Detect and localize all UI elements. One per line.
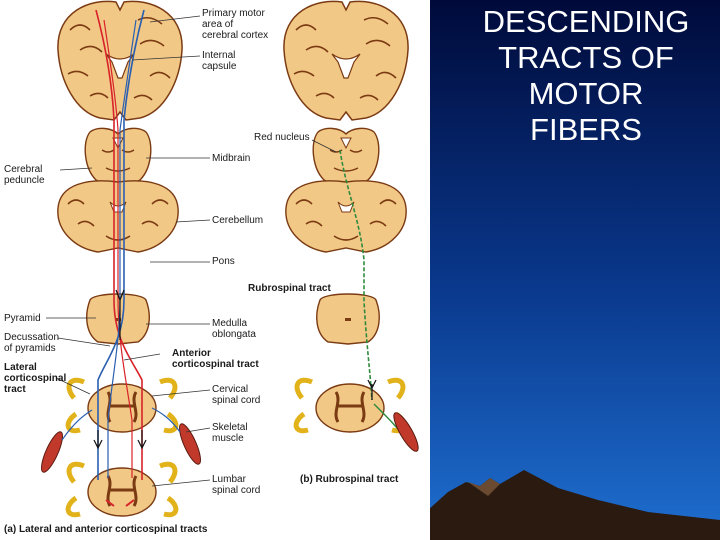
lateral-corticospinal-tract (95, 9, 143, 480)
label-cerebellum: Cerebellum (212, 215, 264, 226)
corticospinal-tract-blue (97, 9, 145, 480)
skeletal-muscle-left (41, 431, 63, 473)
slide-background (428, 0, 720, 540)
label-lumbar-cord: Lumbar spinal cord (212, 474, 261, 496)
title-line: DESCENDING (482, 4, 690, 39)
mountain-silhouette (428, 470, 720, 540)
label-red-nucleus: Red nucleus (254, 132, 310, 143)
label-midbrain: Midbrain (212, 153, 251, 164)
tract-illustration (41, 0, 419, 540)
title-line: TRACTS OF (498, 40, 674, 75)
slide-title: DESCENDING TRACTS OF MOTOR FIBERS (452, 4, 720, 148)
skeletal-muscle-rubrospinal (393, 412, 419, 452)
label-skeletal-muscle: Skeletal muscle (212, 422, 248, 444)
title-line: MOTOR (528, 76, 644, 111)
rubrospinal-tract (339, 149, 373, 401)
label-internal-capsule: Internal capsule (202, 50, 237, 72)
label-cervical-cord: Cervical spinal cord (212, 384, 261, 406)
label-medulla: Medulla oblongata (212, 318, 256, 340)
label-pons: Pons (212, 256, 235, 267)
label-pyramid: Pyramid (4, 313, 41, 324)
label-primary-motor-area: Primary motor area of cerebral cortex (202, 8, 269, 41)
title-line: FIBERS (530, 112, 642, 147)
caption-corticospinal: (a) Lateral and anterior corticospinal t… (4, 524, 208, 535)
label-lateral-corticospinal-tract: Lateral corticospinal tract (4, 362, 67, 395)
caption-rubrospinal: (b) Rubrospinal tract (300, 474, 399, 485)
label-rubrospinal-tract: Rubrospinal tract (248, 283, 331, 294)
skeletal-muscle-right (179, 423, 201, 465)
label-anterior-corticospinal-tract: Anterior corticospinal tract (172, 348, 259, 370)
label-decussation: Decussation of pyramids (4, 332, 60, 354)
neuroanatomy-figure: Primary motor area of cerebral cortex In… (4, 0, 419, 540)
label-cerebral-peduncle: Cerebral peduncle (4, 164, 45, 186)
